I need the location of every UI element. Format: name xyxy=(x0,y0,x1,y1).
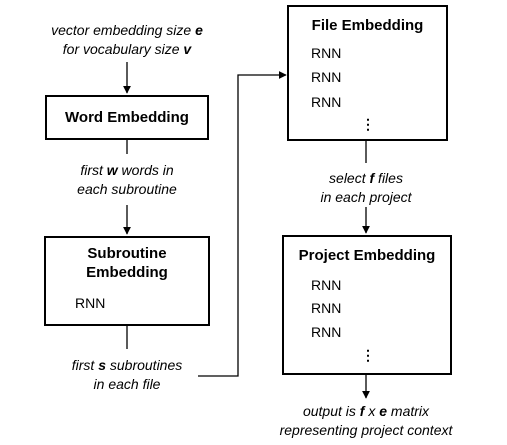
file-rnn-label-2: RNN xyxy=(311,69,342,85)
subroutines-label-line1: first s subroutines xyxy=(71,357,183,373)
words-label: first w words in each subroutine xyxy=(27,161,227,199)
files-label-line1: select f files xyxy=(329,170,403,186)
subroutine-embedding-box: Subroutine Embedding RNN xyxy=(44,236,210,326)
files-label: select f files in each project xyxy=(276,169,456,207)
file-rnn-label-1: RNN xyxy=(311,45,342,61)
file-embedding-box: File Embedding RNN RNN RNN ⋮ xyxy=(287,5,448,141)
file-rnn-label-3: RNN xyxy=(311,94,342,110)
project-rnn-label-3: RNN xyxy=(311,324,342,340)
word-embedding-title: Word Embedding xyxy=(65,109,189,126)
arrow-subroutines-to-file xyxy=(198,71,287,377)
project-ellipsis: ⋮ xyxy=(361,347,375,363)
project-rnn-label-1: RNN xyxy=(311,277,342,293)
project-rnn-label-2: RNN xyxy=(311,300,342,316)
file-embedding-title: File Embedding xyxy=(311,17,424,34)
files-label-line2: in each project xyxy=(320,189,412,205)
subroutines-label: first s subroutines in each file xyxy=(27,356,227,394)
project-embedding-title: Project Embedding xyxy=(298,247,436,264)
project-embedding-box: Project Embedding RNN RNN RNN ⋮ xyxy=(282,235,452,375)
word-embedding-box: Word Embedding xyxy=(45,95,209,140)
subroutine-rnn-label: RNN xyxy=(75,295,106,311)
output-label-line1: output is f x e matrix xyxy=(302,403,430,419)
output-label-line2: representing project context xyxy=(279,422,453,438)
input-label: vector embedding size e for vocabulary s… xyxy=(17,21,237,59)
input-label-line2: for vocabulary size v xyxy=(62,41,192,57)
words-label-line1: first w words in xyxy=(80,162,174,178)
words-label-line2: each subroutine xyxy=(77,181,177,197)
subroutine-embedding-title-line1: Subroutine xyxy=(87,245,167,262)
subroutines-label-line2: in each file xyxy=(93,376,161,392)
subroutine-embedding-title-line2: Embedding xyxy=(86,264,168,281)
input-label-line1: vector embedding size e xyxy=(51,22,203,38)
file-ellipsis: ⋮ xyxy=(361,116,375,132)
output-label: output is f x e matrix representing proj… xyxy=(246,402,486,440)
